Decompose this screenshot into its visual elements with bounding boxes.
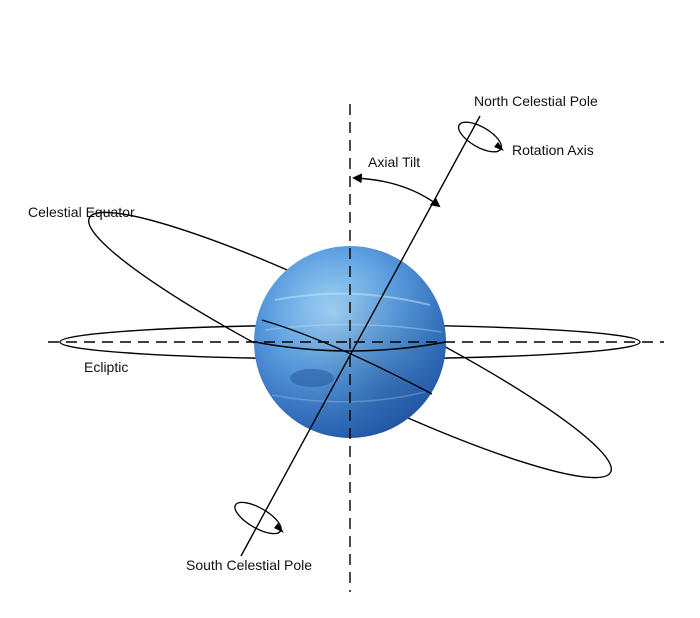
north-rotation-indicator (457, 121, 504, 153)
orbit-front-arcs (254, 319, 447, 395)
axial-tilt-label: Axial Tilt (368, 154, 420, 170)
axial-tilt-arc (352, 173, 441, 208)
celestial-equator-label: Celestial Equator (28, 204, 135, 220)
south-celestial-pole-label: South Celestial Pole (186, 557, 312, 573)
south-rotation-indicator (234, 501, 284, 535)
ecliptic-label: Ecliptic (84, 359, 128, 375)
north-celestial-pole-label: North Celestial Pole (474, 93, 598, 109)
rotation-axis-label: Rotation Axis (512, 142, 594, 158)
